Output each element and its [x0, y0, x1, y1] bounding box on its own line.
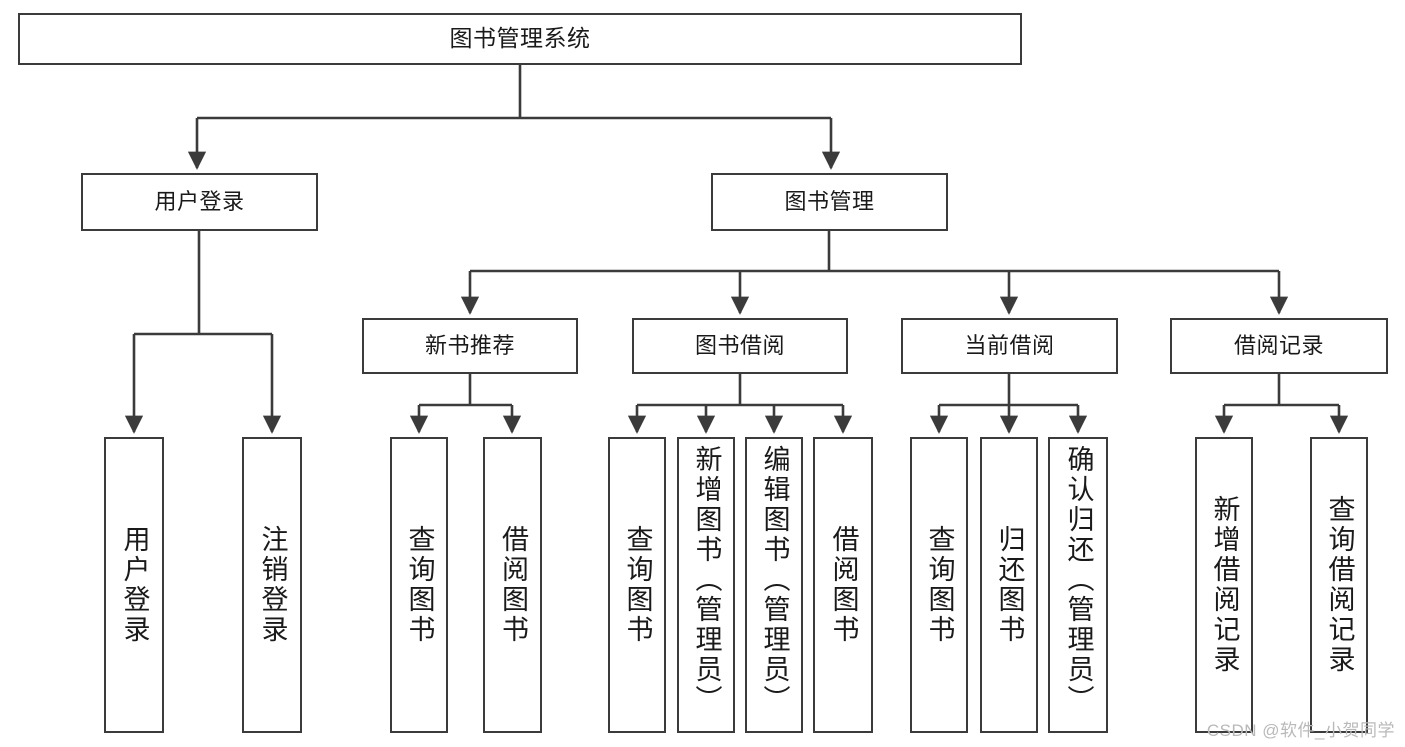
node-leaf-query-record-label: 查询借阅记录	[1324, 495, 1355, 675]
node-new-book-rec-label: 新书推荐	[424, 333, 515, 359]
node-leaf-logout[interactable]: 注销登录	[242, 437, 302, 733]
node-leaf-add-book[interactable]: 新增图书（管理员）	[677, 437, 735, 733]
node-leaf-edit-book[interactable]: 编辑图书（管理员）	[745, 437, 803, 733]
node-leaf-borrow-book-1[interactable]: 借阅图书	[483, 437, 542, 733]
node-leaf-borrow-book-2-label: 借阅图书	[828, 525, 859, 645]
watermark: CSDN @软件_小贺同学	[1206, 721, 1395, 740]
node-leaf-query-book-3-label: 查询图书	[924, 525, 955, 645]
node-leaf-borrow-book-1-label: 借阅图书	[498, 525, 528, 645]
node-leaf-add-record-label: 新增借阅记录	[1209, 495, 1240, 675]
node-leaf-query-book-2-label: 查询图书	[622, 525, 653, 645]
node-user-login[interactable]: 用户登录	[81, 173, 318, 231]
node-borrow-record-label: 借阅记录	[1233, 333, 1324, 359]
node-root-label: 图书管理系统	[449, 25, 591, 52]
node-book-manage[interactable]: 图书管理	[711, 173, 948, 231]
node-leaf-query-book-3[interactable]: 查询图书	[910, 437, 968, 733]
node-leaf-return-book-label: 归还图书	[994, 525, 1025, 645]
node-leaf-confirm-return-label: 确认归还（管理员）	[1063, 445, 1094, 715]
node-book-manage-label: 图书管理	[784, 189, 875, 215]
node-current-borrow[interactable]: 当前借阅	[901, 318, 1118, 374]
node-current-borrow-label: 当前借阅	[964, 333, 1055, 359]
node-new-book-rec[interactable]: 新书推荐	[362, 318, 578, 374]
node-leaf-query-book-1-label: 查询图书	[404, 525, 435, 645]
node-leaf-user-login[interactable]: 用户登录	[104, 437, 164, 733]
node-leaf-query-book-1[interactable]: 查询图书	[390, 437, 448, 733]
node-borrow-record[interactable]: 借阅记录	[1170, 318, 1388, 374]
node-leaf-logout-label: 注销登录	[257, 525, 288, 645]
node-leaf-query-record[interactable]: 查询借阅记录	[1310, 437, 1368, 733]
node-leaf-borrow-book-2[interactable]: 借阅图书	[813, 437, 873, 733]
node-leaf-confirm-return[interactable]: 确认归还（管理员）	[1048, 437, 1108, 733]
node-user-login-label: 用户登录	[154, 189, 245, 215]
node-leaf-query-book-2[interactable]: 查询图书	[608, 437, 666, 733]
node-leaf-add-record[interactable]: 新增借阅记录	[1195, 437, 1253, 733]
node-book-borrow[interactable]: 图书借阅	[632, 318, 848, 374]
node-leaf-user-login-label: 用户登录	[119, 525, 150, 645]
node-leaf-return-book[interactable]: 归还图书	[980, 437, 1038, 733]
node-book-borrow-label: 图书借阅	[694, 333, 785, 359]
node-leaf-add-book-label: 新增图书（管理员）	[691, 445, 722, 715]
node-leaf-edit-book-label: 编辑图书（管理员）	[759, 445, 790, 715]
node-root[interactable]: 图书管理系统	[18, 13, 1022, 65]
